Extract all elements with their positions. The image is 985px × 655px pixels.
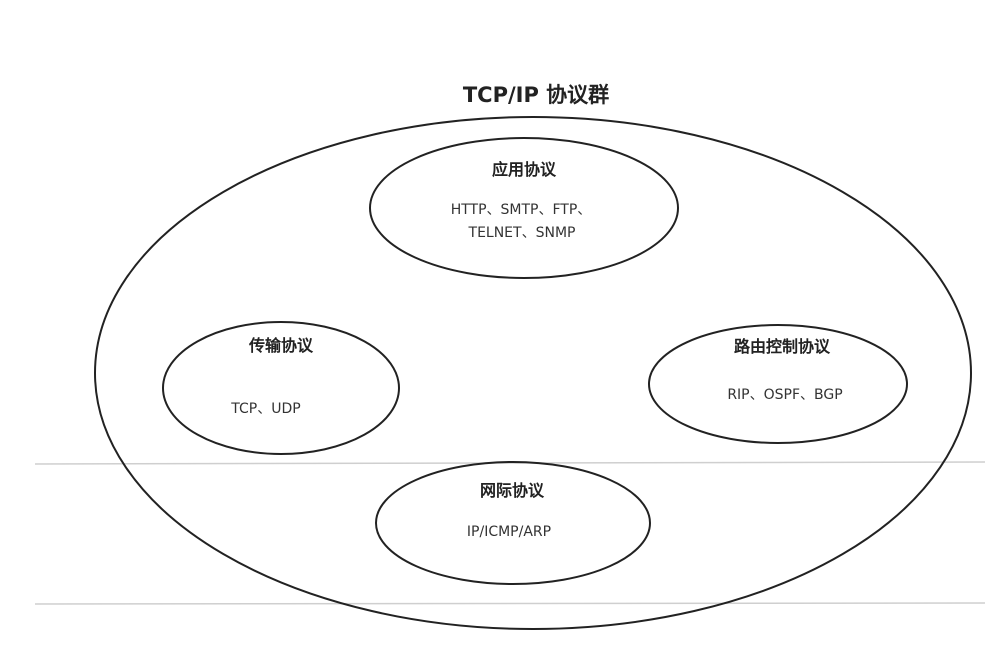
routing-protocol-node: 路由控制协议 RIP、OSPF、BGP xyxy=(648,324,908,444)
application-protocol-line-2: TELNET、SNMP xyxy=(468,225,576,241)
application-protocol-title: 应用协议 xyxy=(492,160,557,179)
application-protocol-ellipse xyxy=(369,137,679,279)
protocol-suite-ellipse xyxy=(94,116,972,630)
transport-protocol-line-1: TCP、UDP xyxy=(230,401,300,417)
application-protocol-node: 应用协议 HTTP、SMTP、FTP、 TELNET、SNMP xyxy=(369,137,679,279)
application-protocol-line-1: HTTP、SMTP、FTP、 xyxy=(451,202,592,218)
transport-protocol-title: 传输协议 xyxy=(248,336,314,355)
routing-protocol-line-1: RIP、OSPF、BGP xyxy=(727,387,842,403)
transport-protocol-ellipse xyxy=(162,321,400,455)
internet-protocol-title: 网际协议 xyxy=(480,481,545,500)
routing-protocol-ellipse xyxy=(648,324,908,444)
internet-protocol-line-1: IP/ICMP/ARP xyxy=(467,524,551,540)
background-line-lower xyxy=(34,602,985,605)
internet-protocol-node: 网际协议 IP/ICMP/ARP xyxy=(375,461,651,585)
diagram-title: TCP/IP 协议群 xyxy=(463,83,609,107)
routing-protocol-title: 路由控制协议 xyxy=(734,337,831,356)
internet-protocol-ellipse xyxy=(375,461,651,585)
transport-protocol-node: 传输协议 TCP、UDP xyxy=(162,321,400,455)
